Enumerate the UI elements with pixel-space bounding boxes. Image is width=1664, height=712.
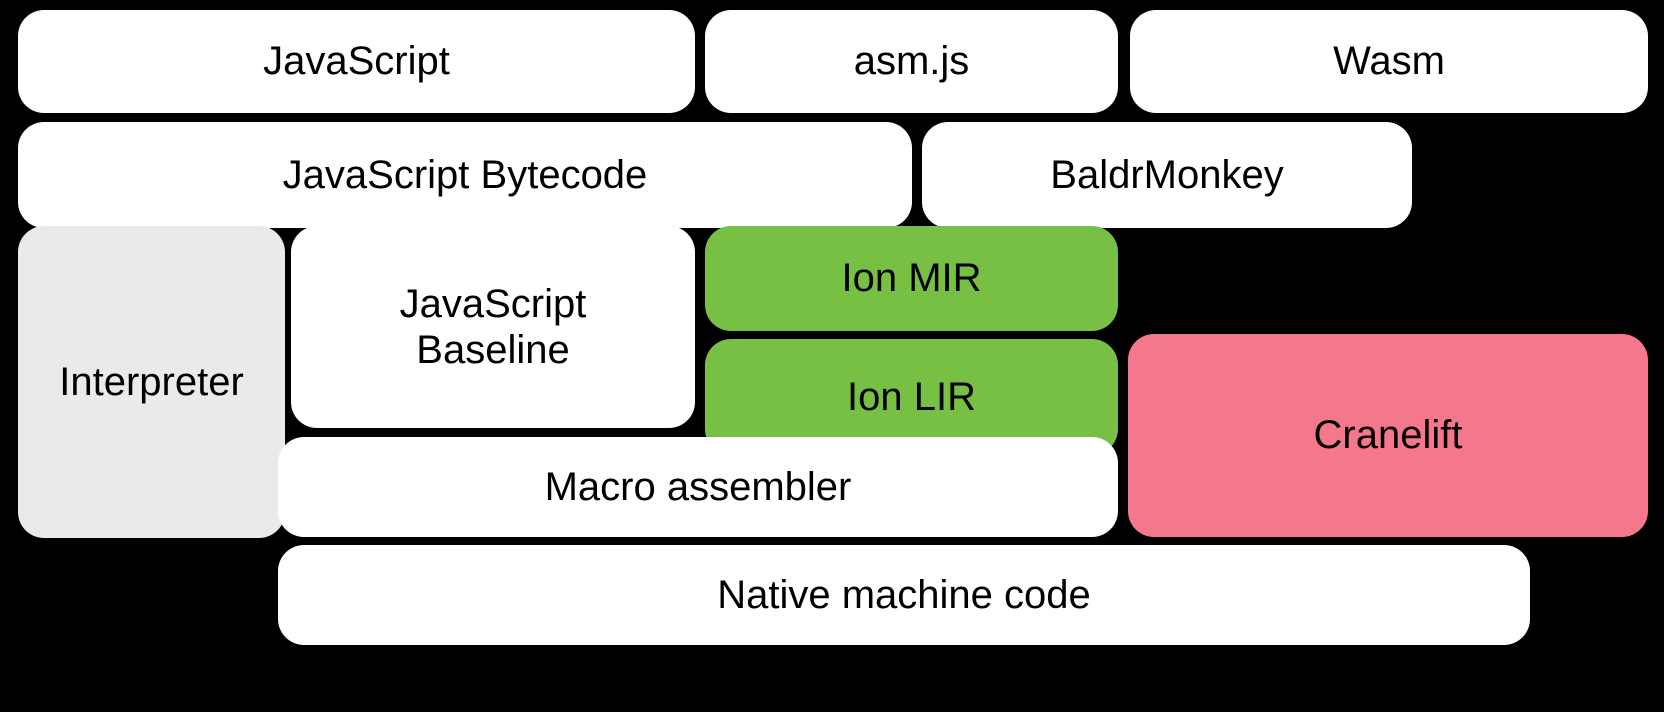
node-interpreter-label: Interpreter [59, 359, 244, 404]
node-wasm[interactable]: Wasm [1130, 10, 1648, 113]
node-cranelift[interactable]: Cranelift [1128, 334, 1648, 537]
node-asmjs-label: asm.js [853, 39, 970, 84]
node-javascript-bytecode-label: JavaScript Bytecode [282, 152, 648, 197]
node-baldrmonkey[interactable]: BaldrMonkey [922, 122, 1412, 228]
node-ion-lir-label: Ion LIR [847, 374, 976, 419]
node-ion-lir[interactable]: Ion LIR [705, 339, 1118, 455]
node-cranelift-label: Cranelift [1313, 413, 1463, 458]
node-macro-assembler[interactable]: Macro assembler [278, 437, 1118, 537]
node-interpreter[interactable]: Interpreter [18, 226, 285, 538]
node-asmjs[interactable]: asm.js [705, 10, 1118, 113]
node-native-machine-code[interactable]: Native machine code [278, 545, 1530, 645]
node-javascript-label: JavaScript [263, 39, 450, 84]
node-javascript-bytecode[interactable]: JavaScript Bytecode [18, 122, 912, 228]
node-ion-mir-label: Ion MIR [841, 256, 982, 301]
node-baldrmonkey-label: BaldrMonkey [1050, 152, 1284, 197]
node-macro-assembler-label: Macro assembler [544, 464, 852, 509]
node-javascript-baseline-label: JavaScript Baseline [399, 281, 587, 372]
node-javascript-baseline[interactable]: JavaScript Baseline [291, 226, 695, 428]
node-ion-mir[interactable]: Ion MIR [705, 226, 1118, 331]
node-javascript[interactable]: JavaScript [18, 10, 695, 113]
node-wasm-label: Wasm [1333, 39, 1445, 84]
node-native-machine-code-label: Native machine code [717, 572, 1091, 617]
